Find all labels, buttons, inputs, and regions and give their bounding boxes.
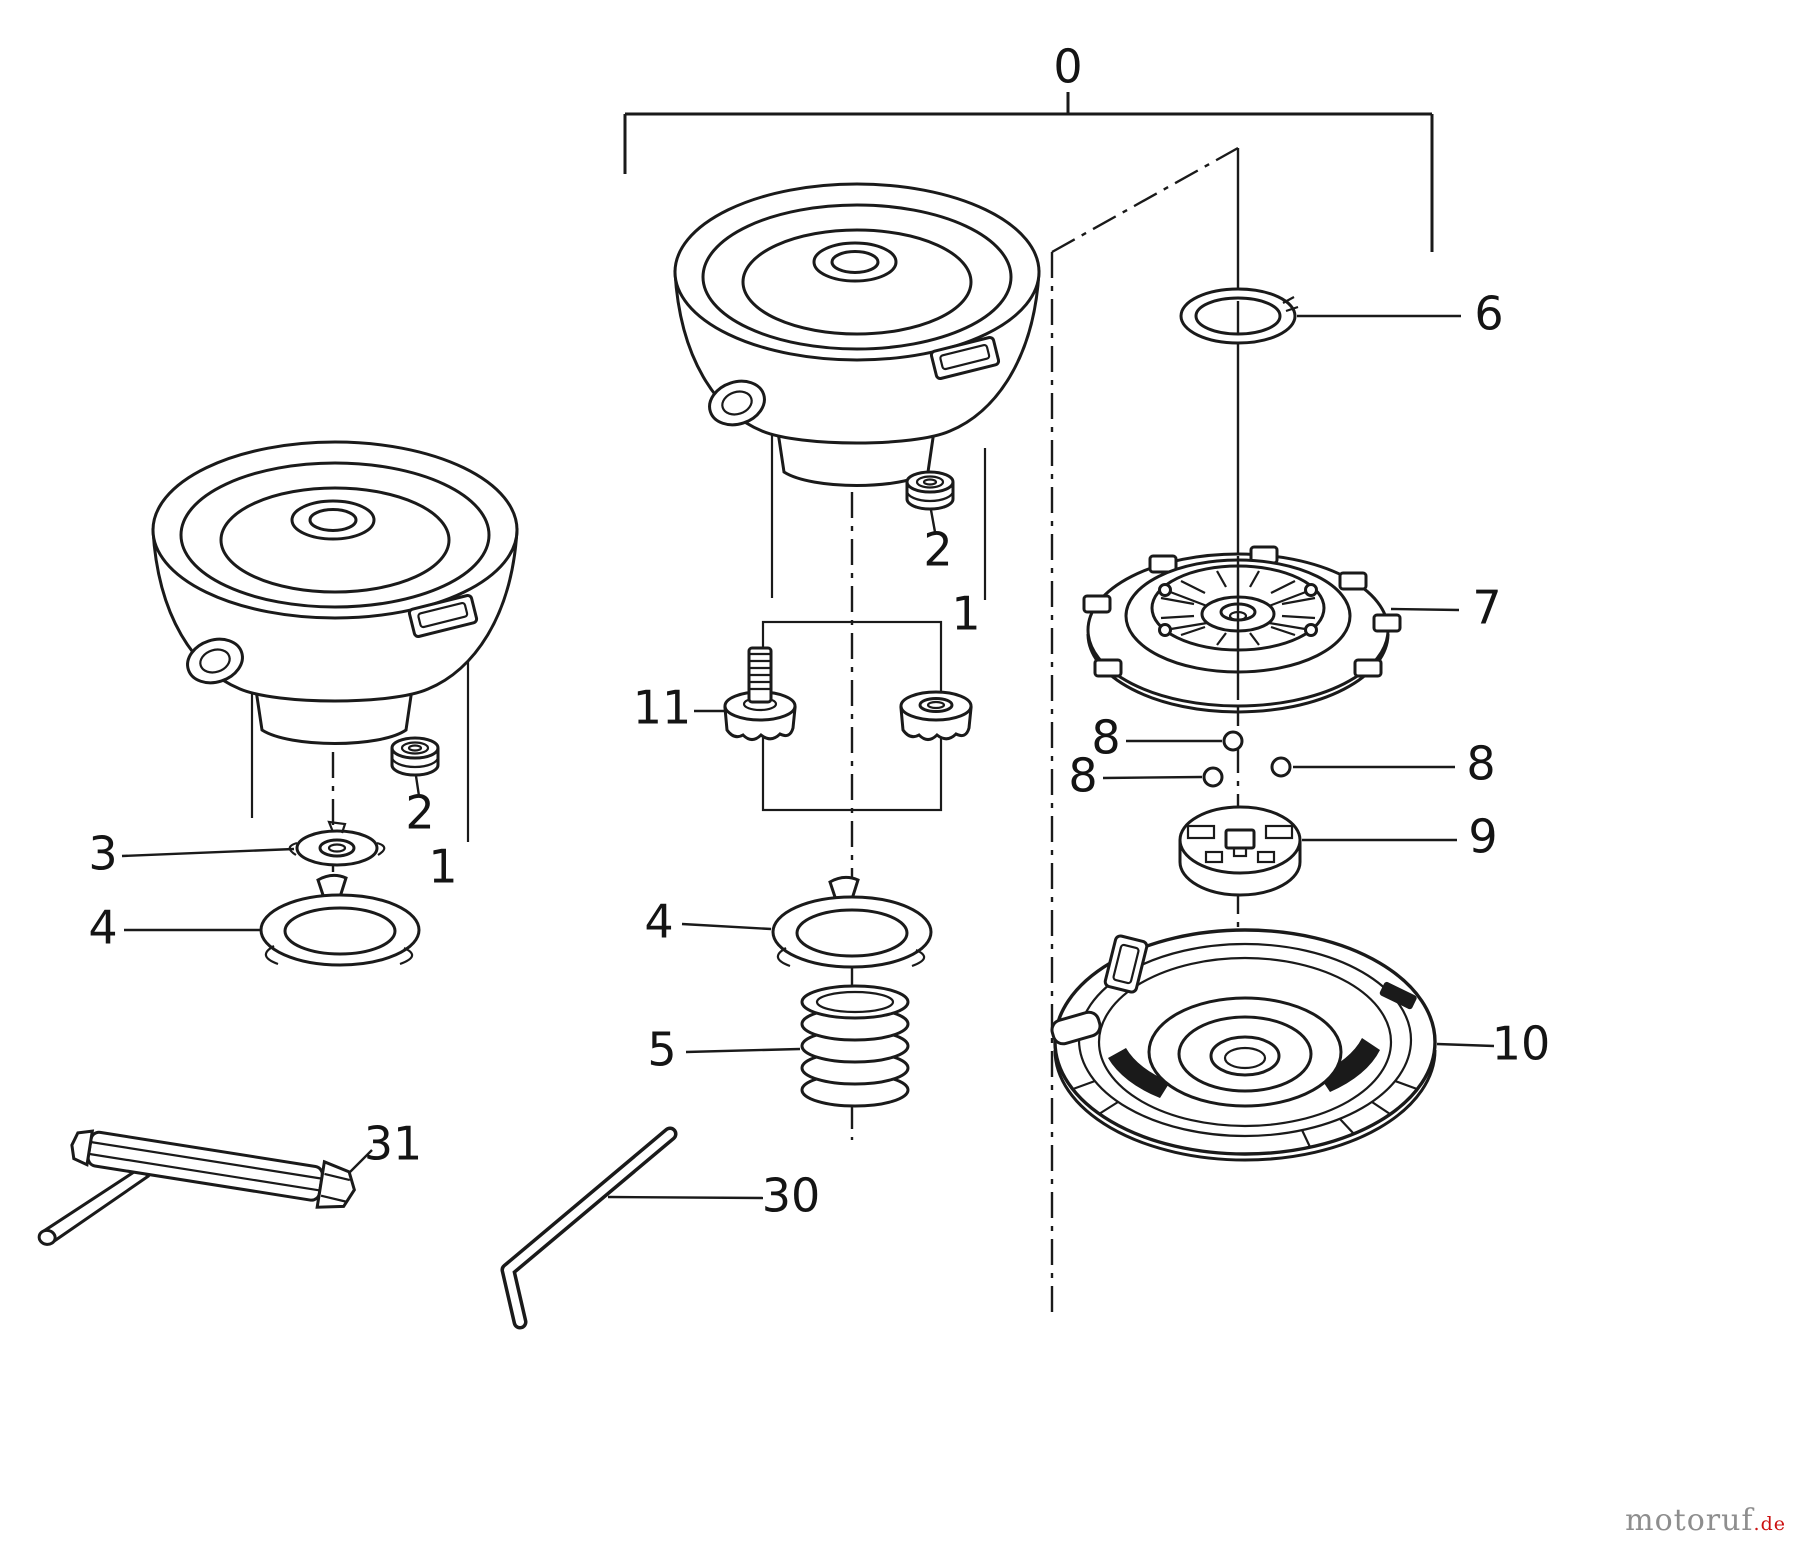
label-part-9: 9 xyxy=(1468,810,1497,864)
label-part-0: 0 xyxy=(1053,40,1082,94)
part-2-grommet-left xyxy=(390,736,440,777)
label-center-part-4: 4 xyxy=(644,895,673,949)
label-part-10: 10 xyxy=(1492,1017,1551,1071)
part-4-lockplate-left xyxy=(259,873,421,967)
label-part-11: 11 xyxy=(633,681,692,735)
part-3-washer xyxy=(288,820,386,867)
label-center-part-2: 2 xyxy=(923,523,952,577)
label-part-8-c: 8 xyxy=(1466,737,1495,791)
label-left-part-3: 3 xyxy=(88,827,117,881)
label-part-5: 5 xyxy=(647,1023,676,1077)
label-left-part-4: 4 xyxy=(88,901,117,955)
part-labels: 0 2 1 3 4 2 1 11 4 5 6 7 8 8 8 9 10 31 3… xyxy=(88,40,1550,1223)
part-9-clutch-hub xyxy=(1178,805,1302,897)
part-10-spool-base xyxy=(1050,928,1437,1162)
part-31-socket-wrench xyxy=(37,1129,356,1246)
part-1-head-center xyxy=(673,182,1041,487)
part-knob-nut xyxy=(899,690,973,741)
label-part-6: 6 xyxy=(1474,287,1503,341)
part-8-balls xyxy=(1202,730,1292,788)
label-part-8-a: 8 xyxy=(1091,711,1120,765)
part-30-hex-key xyxy=(500,1126,678,1330)
part-6-snap-ring xyxy=(1179,287,1299,345)
label-left-part-2: 2 xyxy=(405,786,434,840)
assembly-bracket xyxy=(623,92,1434,252)
leader-lines xyxy=(121,314,1495,1200)
part-4-lockplate-center xyxy=(771,875,933,969)
watermark-brand: motoruf xyxy=(1625,1503,1754,1538)
watermark: motoruf.de xyxy=(1625,1503,1786,1538)
label-part-31: 31 xyxy=(364,1117,423,1171)
watermark-tld: .de xyxy=(1753,1513,1786,1535)
part-2-grommet-center xyxy=(905,470,955,511)
label-part-30: 30 xyxy=(762,1169,821,1223)
rim-ticks xyxy=(1072,1079,1418,1148)
part-1-head-left xyxy=(151,440,519,745)
part-7-ratchet-plate xyxy=(1082,545,1402,714)
label-center-part-1: 1 xyxy=(951,587,980,641)
ratchet-teeth xyxy=(1160,570,1316,646)
part-5-spring xyxy=(800,984,910,1108)
label-left-part-1: 1 xyxy=(428,840,457,894)
label-part-8-b: 8 xyxy=(1068,749,1097,803)
label-part-7: 7 xyxy=(1472,581,1501,635)
part-11-bolt-knob xyxy=(723,646,797,741)
